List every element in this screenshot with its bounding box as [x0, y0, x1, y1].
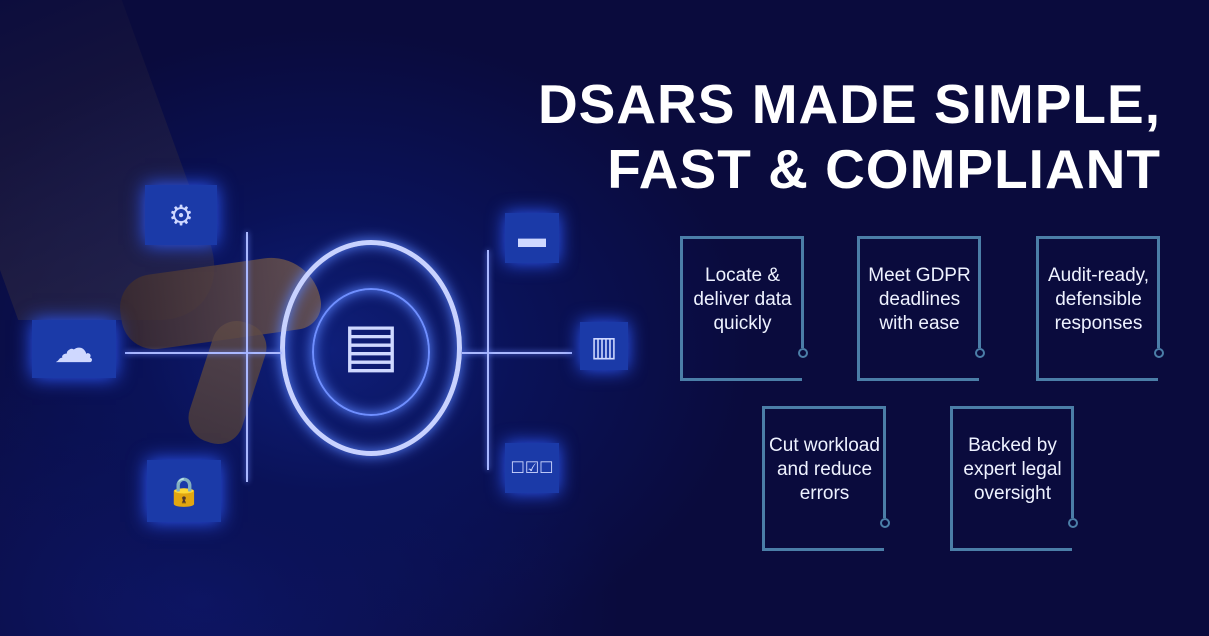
checklist-icon: ☐☑☐ [505, 443, 559, 493]
connector-right [462, 352, 572, 354]
folder-icon: ▬ [505, 213, 559, 263]
cloud-sync-icon: ☁ [32, 320, 116, 378]
headline-line-1: DSARS MADE SIMPLE, [537, 73, 1161, 135]
dot-icon [880, 518, 890, 528]
headline-line-2: FAST & COMPLIANT [607, 138, 1161, 200]
dot-icon [1154, 348, 1164, 358]
feature-card: Locate & deliver data quickly [680, 236, 808, 381]
feature-text: Backed by expert legal oversight [963, 434, 1062, 504]
feature-text: Meet GDPR deadlines with ease [868, 264, 971, 334]
feature-text: Cut workload and reduce errors [769, 434, 880, 504]
connector-vertical-left [246, 232, 248, 482]
feature-card: Backed by expert legal oversight [950, 406, 1078, 551]
dot-icon [975, 348, 985, 358]
feature-text: Audit-ready, defensible responses [1047, 264, 1150, 334]
feature-text: Locate & deliver data quickly [693, 264, 792, 334]
connector-left [125, 352, 282, 354]
gears-icon: ⚙ [145, 185, 217, 245]
dot-icon [1068, 518, 1078, 528]
outer-ring [280, 240, 462, 456]
feature-card: Meet GDPR deadlines with ease [857, 236, 985, 381]
connector-vertical-right [487, 250, 489, 470]
inner-ring [312, 288, 430, 416]
dot-icon [798, 348, 808, 358]
books-icon: ▥ [580, 322, 628, 370]
feature-card: Audit-ready, defensible responses [1036, 236, 1164, 381]
document-icon: ▤ [342, 311, 400, 378]
lock-shield-icon: 🔒 [147, 460, 221, 522]
feature-card: Cut workload and reduce errors [762, 406, 890, 551]
